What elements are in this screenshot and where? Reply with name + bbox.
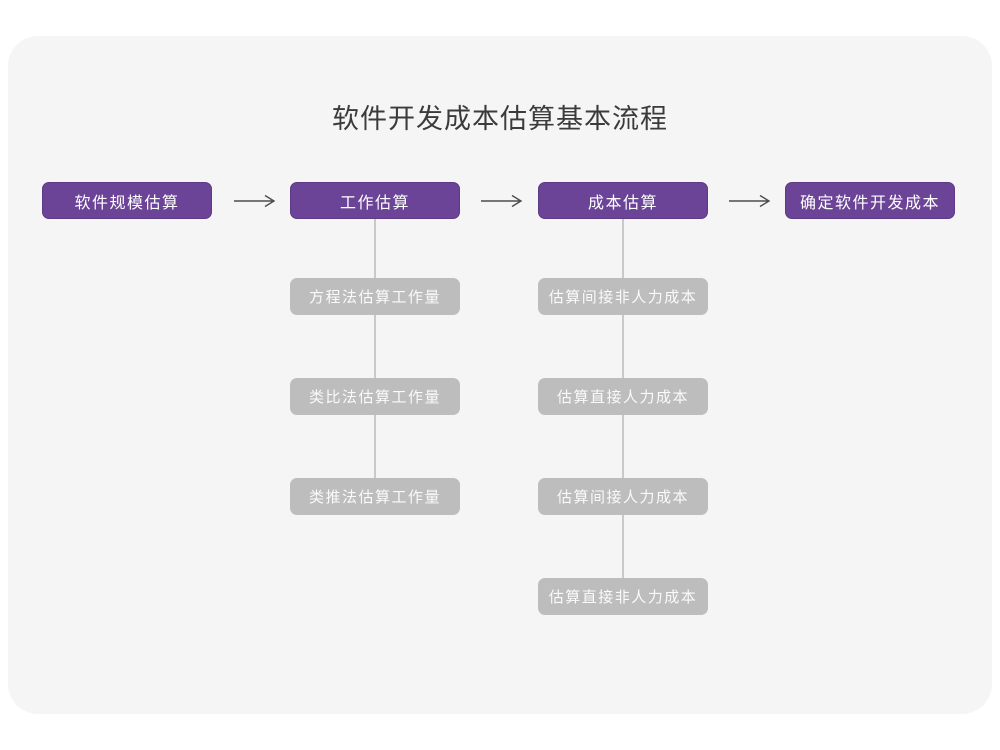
node-indirect-non-labor-cost: 估算间接非人力成本 [538, 278, 708, 315]
diagram-card-background [8, 36, 992, 714]
node-cost-estimation: 成本估算 [538, 182, 708, 219]
node-label: 类推法估算工作量 [308, 489, 441, 506]
connector-work-estimation-children [374, 219, 376, 478]
node-work-estimation: 工作估算 [290, 182, 460, 219]
node-label: 确定软件开发成本 [799, 194, 940, 212]
node-indirect-labor-cost: 估算间接人力成本 [538, 478, 708, 515]
node-label: 估算间接人力成本 [556, 489, 689, 506]
node-extrapolation-method-effort: 类推法估算工作量 [290, 478, 460, 515]
node-label: 估算直接人力成本 [556, 389, 689, 406]
node-label: 方程法估算工作量 [308, 289, 441, 306]
arrow-right-icon [480, 193, 524, 209]
node-direct-non-labor-cost: 估算直接非人力成本 [538, 578, 708, 615]
diagram-title: 软件开发成本估算基本流程 [332, 104, 668, 134]
node-label: 软件规模估算 [74, 194, 180, 212]
node-label: 估算间接非人力成本 [548, 289, 698, 306]
arrow-right-icon [233, 193, 277, 209]
node-label: 估算直接非人力成本 [548, 589, 698, 606]
node-analogy-method-effort: 类比法估算工作量 [290, 378, 460, 415]
arrow-right-icon [728, 193, 772, 209]
node-label: 类比法估算工作量 [308, 389, 441, 406]
node-software-scale-estimation: 软件规模估算 [42, 182, 212, 219]
node-determine-software-dev-cost: 确定软件开发成本 [785, 182, 955, 219]
node-label: 工作估算 [339, 194, 410, 212]
node-label: 成本估算 [587, 194, 658, 212]
node-equation-method-effort: 方程法估算工作量 [290, 278, 460, 315]
node-direct-labor-cost: 估算直接人力成本 [538, 378, 708, 415]
